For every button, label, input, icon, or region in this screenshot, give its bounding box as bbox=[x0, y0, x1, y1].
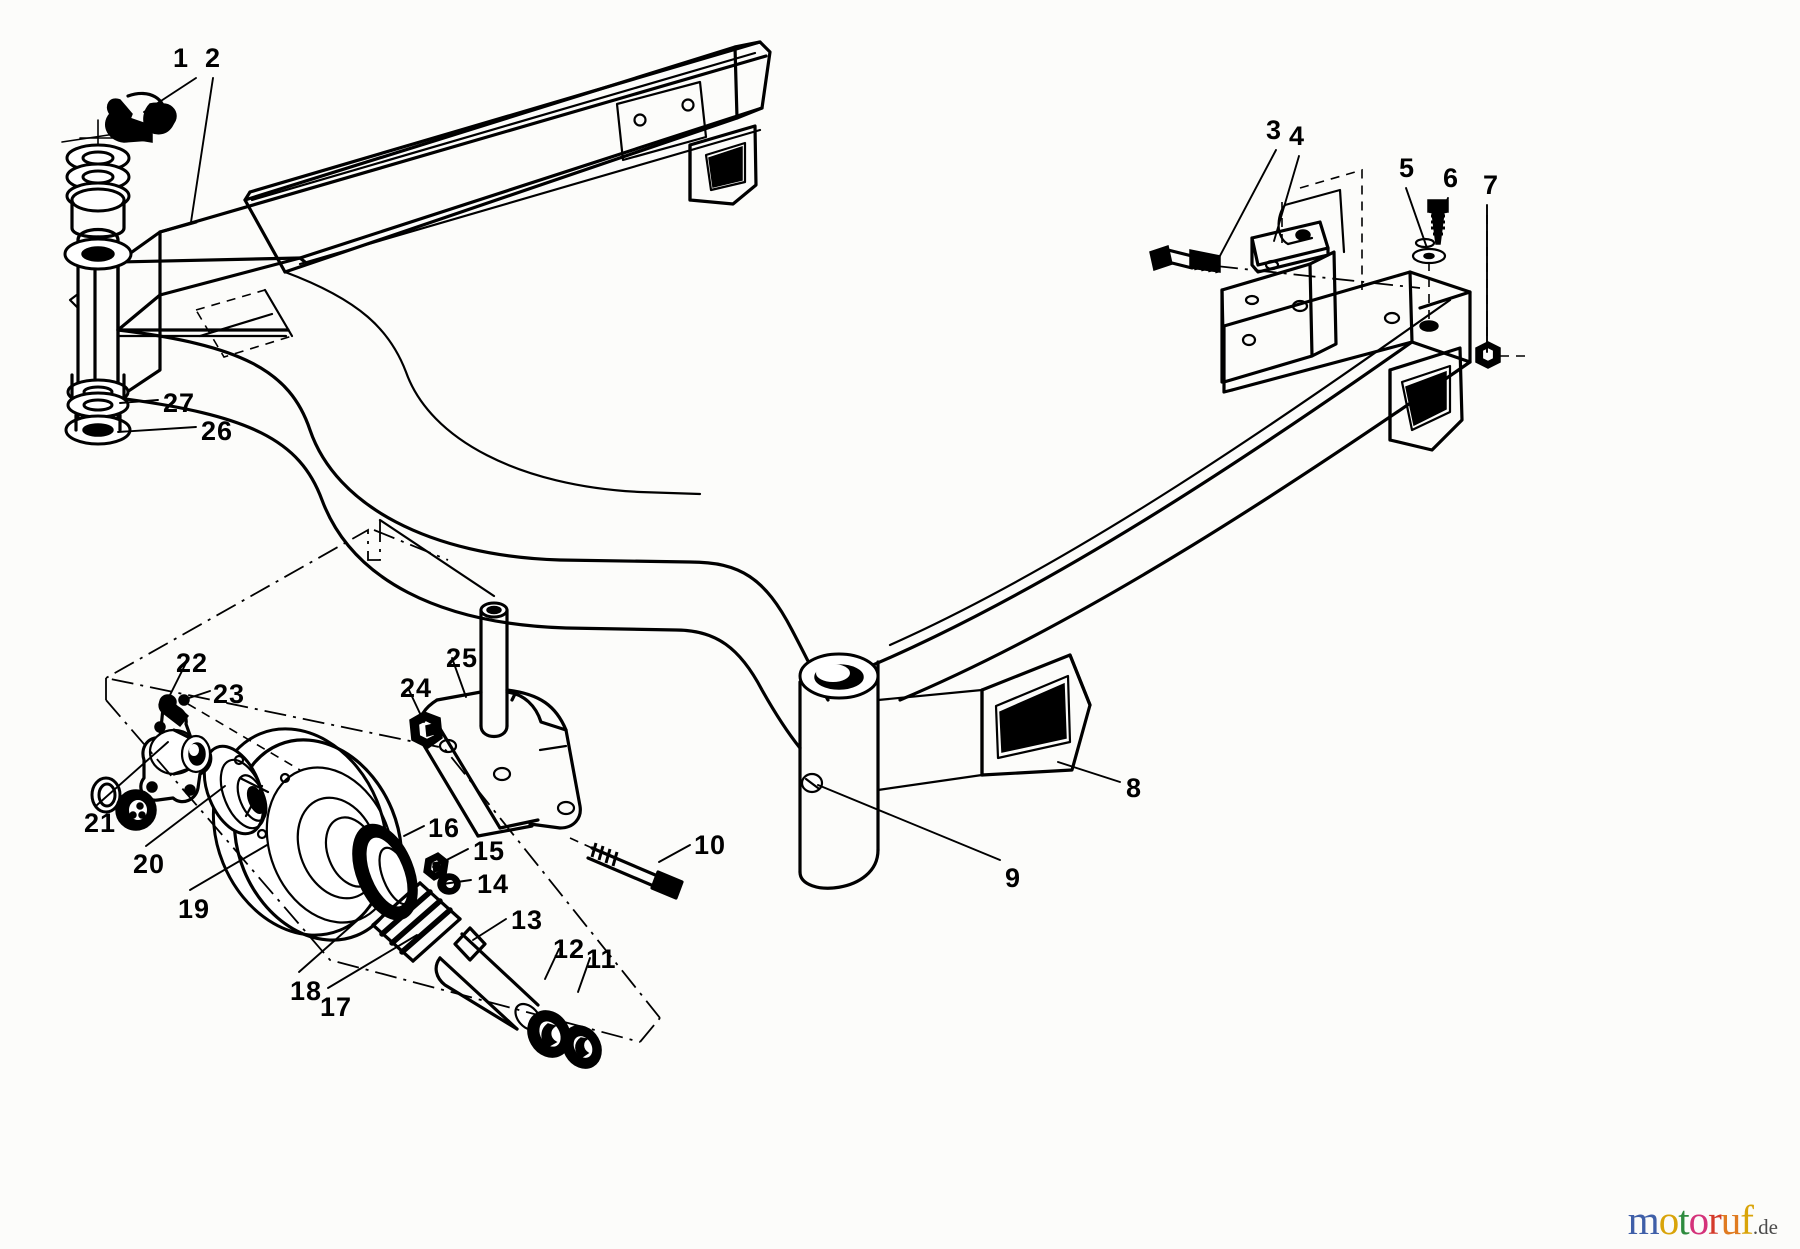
callout-number-7: 7 bbox=[1483, 170, 1500, 200]
callout-number-22: 22 bbox=[176, 648, 209, 678]
leader-line-19 bbox=[189, 844, 268, 891]
callout-number-2: 2 bbox=[205, 43, 222, 73]
watermark-tld: .de bbox=[1752, 1215, 1778, 1239]
leader-line-15 bbox=[432, 848, 469, 868]
leader-lines bbox=[96, 77, 1488, 993]
leader-line-18 bbox=[298, 918, 360, 973]
leader-line-16 bbox=[403, 825, 425, 837]
callout-number-1: 1 bbox=[173, 43, 190, 73]
callout-number-13: 13 bbox=[511, 905, 544, 935]
callout-number-21: 21 bbox=[84, 808, 117, 838]
leader-line-24 bbox=[407, 687, 425, 723]
deck-frame-structure bbox=[68, 40, 1472, 890]
leader-line-14 bbox=[442, 879, 472, 885]
axle-and-washers bbox=[371, 852, 602, 1069]
leader-line-25 bbox=[451, 657, 467, 698]
leader-line-5 bbox=[1405, 187, 1428, 249]
callout-number-9: 9 bbox=[1005, 863, 1022, 893]
callout-number-15: 15 bbox=[473, 836, 506, 866]
leader-line-3 bbox=[1212, 149, 1277, 270]
callout-number-10: 10 bbox=[694, 830, 727, 860]
watermark-letter: f bbox=[1740, 1197, 1754, 1243]
leader-line-21 bbox=[96, 741, 169, 806]
spring-washer-stack-top bbox=[63, 119, 133, 271]
callout-number-4: 4 bbox=[1289, 121, 1306, 151]
watermark-letter: o bbox=[1658, 1197, 1679, 1243]
callout-number-25: 25 bbox=[446, 643, 479, 673]
leader-line-4 bbox=[1273, 155, 1300, 242]
watermark-letter: t bbox=[1678, 1197, 1689, 1243]
leader-line-17 bbox=[327, 934, 418, 989]
leader-line-23 bbox=[182, 690, 211, 701]
leader-line-2 bbox=[190, 77, 214, 223]
watermark-letter: m bbox=[1627, 1197, 1660, 1243]
watermark-letter: r bbox=[1708, 1197, 1722, 1243]
hitch-pin-assembly bbox=[61, 91, 177, 143]
watermark-letter: o bbox=[1688, 1197, 1709, 1243]
leader-line-8 bbox=[1057, 761, 1121, 783]
watermark-letter: u bbox=[1720, 1197, 1741, 1243]
callout-number-17: 17 bbox=[320, 992, 353, 1022]
callout-number-8: 8 bbox=[1126, 773, 1143, 803]
callout-number-5: 5 bbox=[1399, 153, 1416, 183]
spring-washer-stack-bottom bbox=[64, 373, 132, 446]
callout-number-26: 26 bbox=[201, 416, 234, 446]
assembly-group-outline bbox=[105, 518, 661, 1043]
leader-line-27 bbox=[119, 399, 159, 404]
leader-line-9 bbox=[817, 784, 1001, 861]
callout-number-27: 27 bbox=[163, 388, 196, 418]
leader-line-10 bbox=[658, 844, 691, 863]
leader-line-20 bbox=[145, 785, 226, 847]
leader-line-13 bbox=[472, 918, 507, 941]
callout-number-14: 14 bbox=[477, 869, 510, 899]
leader-line-6 bbox=[1435, 197, 1449, 228]
motoruf-watermark: motoruf.de bbox=[1628, 1200, 1778, 1241]
leader-line-11 bbox=[577, 957, 591, 993]
callout-number-6: 6 bbox=[1443, 163, 1460, 193]
callout-number-24: 24 bbox=[400, 673, 433, 703]
callout-number-12: 12 bbox=[553, 934, 586, 964]
callout-number-11: 11 bbox=[586, 944, 617, 974]
bracket-hardware-assembly bbox=[1149, 168, 1530, 384]
leader-line-26 bbox=[117, 426, 197, 433]
callout-number-19: 19 bbox=[178, 894, 211, 924]
leader-line-12 bbox=[544, 948, 560, 980]
callout-number-20: 20 bbox=[133, 849, 166, 879]
callout-number-23: 23 bbox=[213, 679, 246, 709]
callout-number-3: 3 bbox=[1266, 115, 1283, 145]
callout-number-16: 16 bbox=[428, 813, 461, 843]
wheel-tire-assembly bbox=[202, 727, 418, 942]
leader-line-22 bbox=[167, 662, 187, 700]
callout-number-18: 18 bbox=[290, 976, 323, 1006]
leader-line-1 bbox=[143, 77, 197, 113]
hub-bearing-housing bbox=[90, 694, 301, 831]
